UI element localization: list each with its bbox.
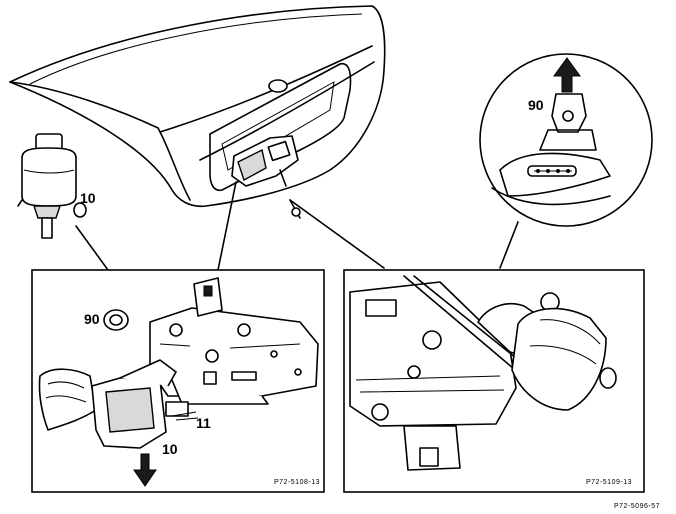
callout-90-left: 90 xyxy=(84,311,100,327)
callout-10-top: 10 xyxy=(80,190,96,206)
callout-11-left: 11 xyxy=(196,415,211,431)
trunk-lock-assembly xyxy=(231,135,301,219)
callout-10-left: 10 xyxy=(162,441,178,457)
detail-circle xyxy=(479,53,653,227)
figure-code-left: P72-5108-13 xyxy=(274,479,320,486)
callout-90-detail: 90 xyxy=(528,97,544,113)
figure-code-whole: P72-5096-57 xyxy=(614,503,660,510)
right-detail-panel xyxy=(343,269,645,493)
arrow-down-icon xyxy=(133,453,157,487)
vacuum-element-part xyxy=(17,133,87,239)
arrow-up-icon xyxy=(553,57,581,93)
figure-code-right: P72-5109-13 xyxy=(586,479,632,486)
left-detail-panel xyxy=(31,269,325,493)
leader-lines xyxy=(75,181,519,271)
